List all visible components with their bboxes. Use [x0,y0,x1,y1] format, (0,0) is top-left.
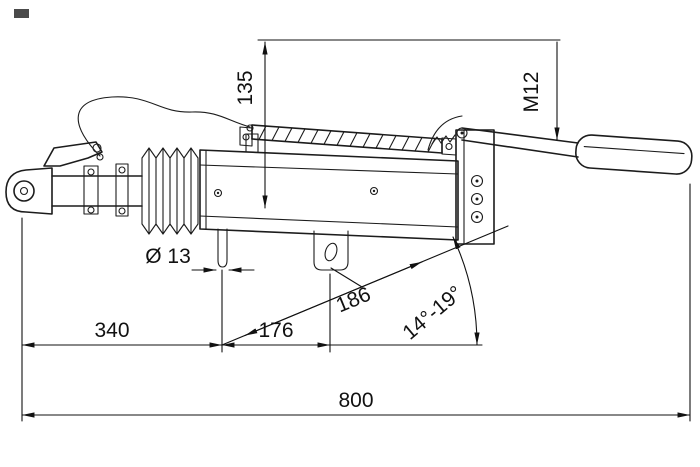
dim-186-label: 186 [333,283,374,318]
angle-arc [452,236,480,346]
lever-grip [575,134,693,175]
mounting-bracket [455,129,495,245]
corner-mark [14,9,29,18]
slot-leader [330,267,363,288]
overrun-damper [239,124,457,156]
dim-800-label: 800 [338,389,373,412]
slotted-bracket [313,230,349,271]
angle-label: 14°-19° [398,282,467,345]
handbrake-lever [427,115,693,175]
fixing-pin [217,228,228,268]
coupling-head [5,141,143,217]
dim-m12-label: M12 [520,72,543,113]
dim-line-186 [244,261,423,337]
dim-dia13-label: Ø 13 [145,245,191,268]
bellows-boot [141,147,199,235]
drawbar-tube [199,133,459,241]
dim-340-label: 340 [94,319,129,342]
coupling-handle-knob [92,143,102,153]
dim-135-label: 135 [234,70,257,105]
